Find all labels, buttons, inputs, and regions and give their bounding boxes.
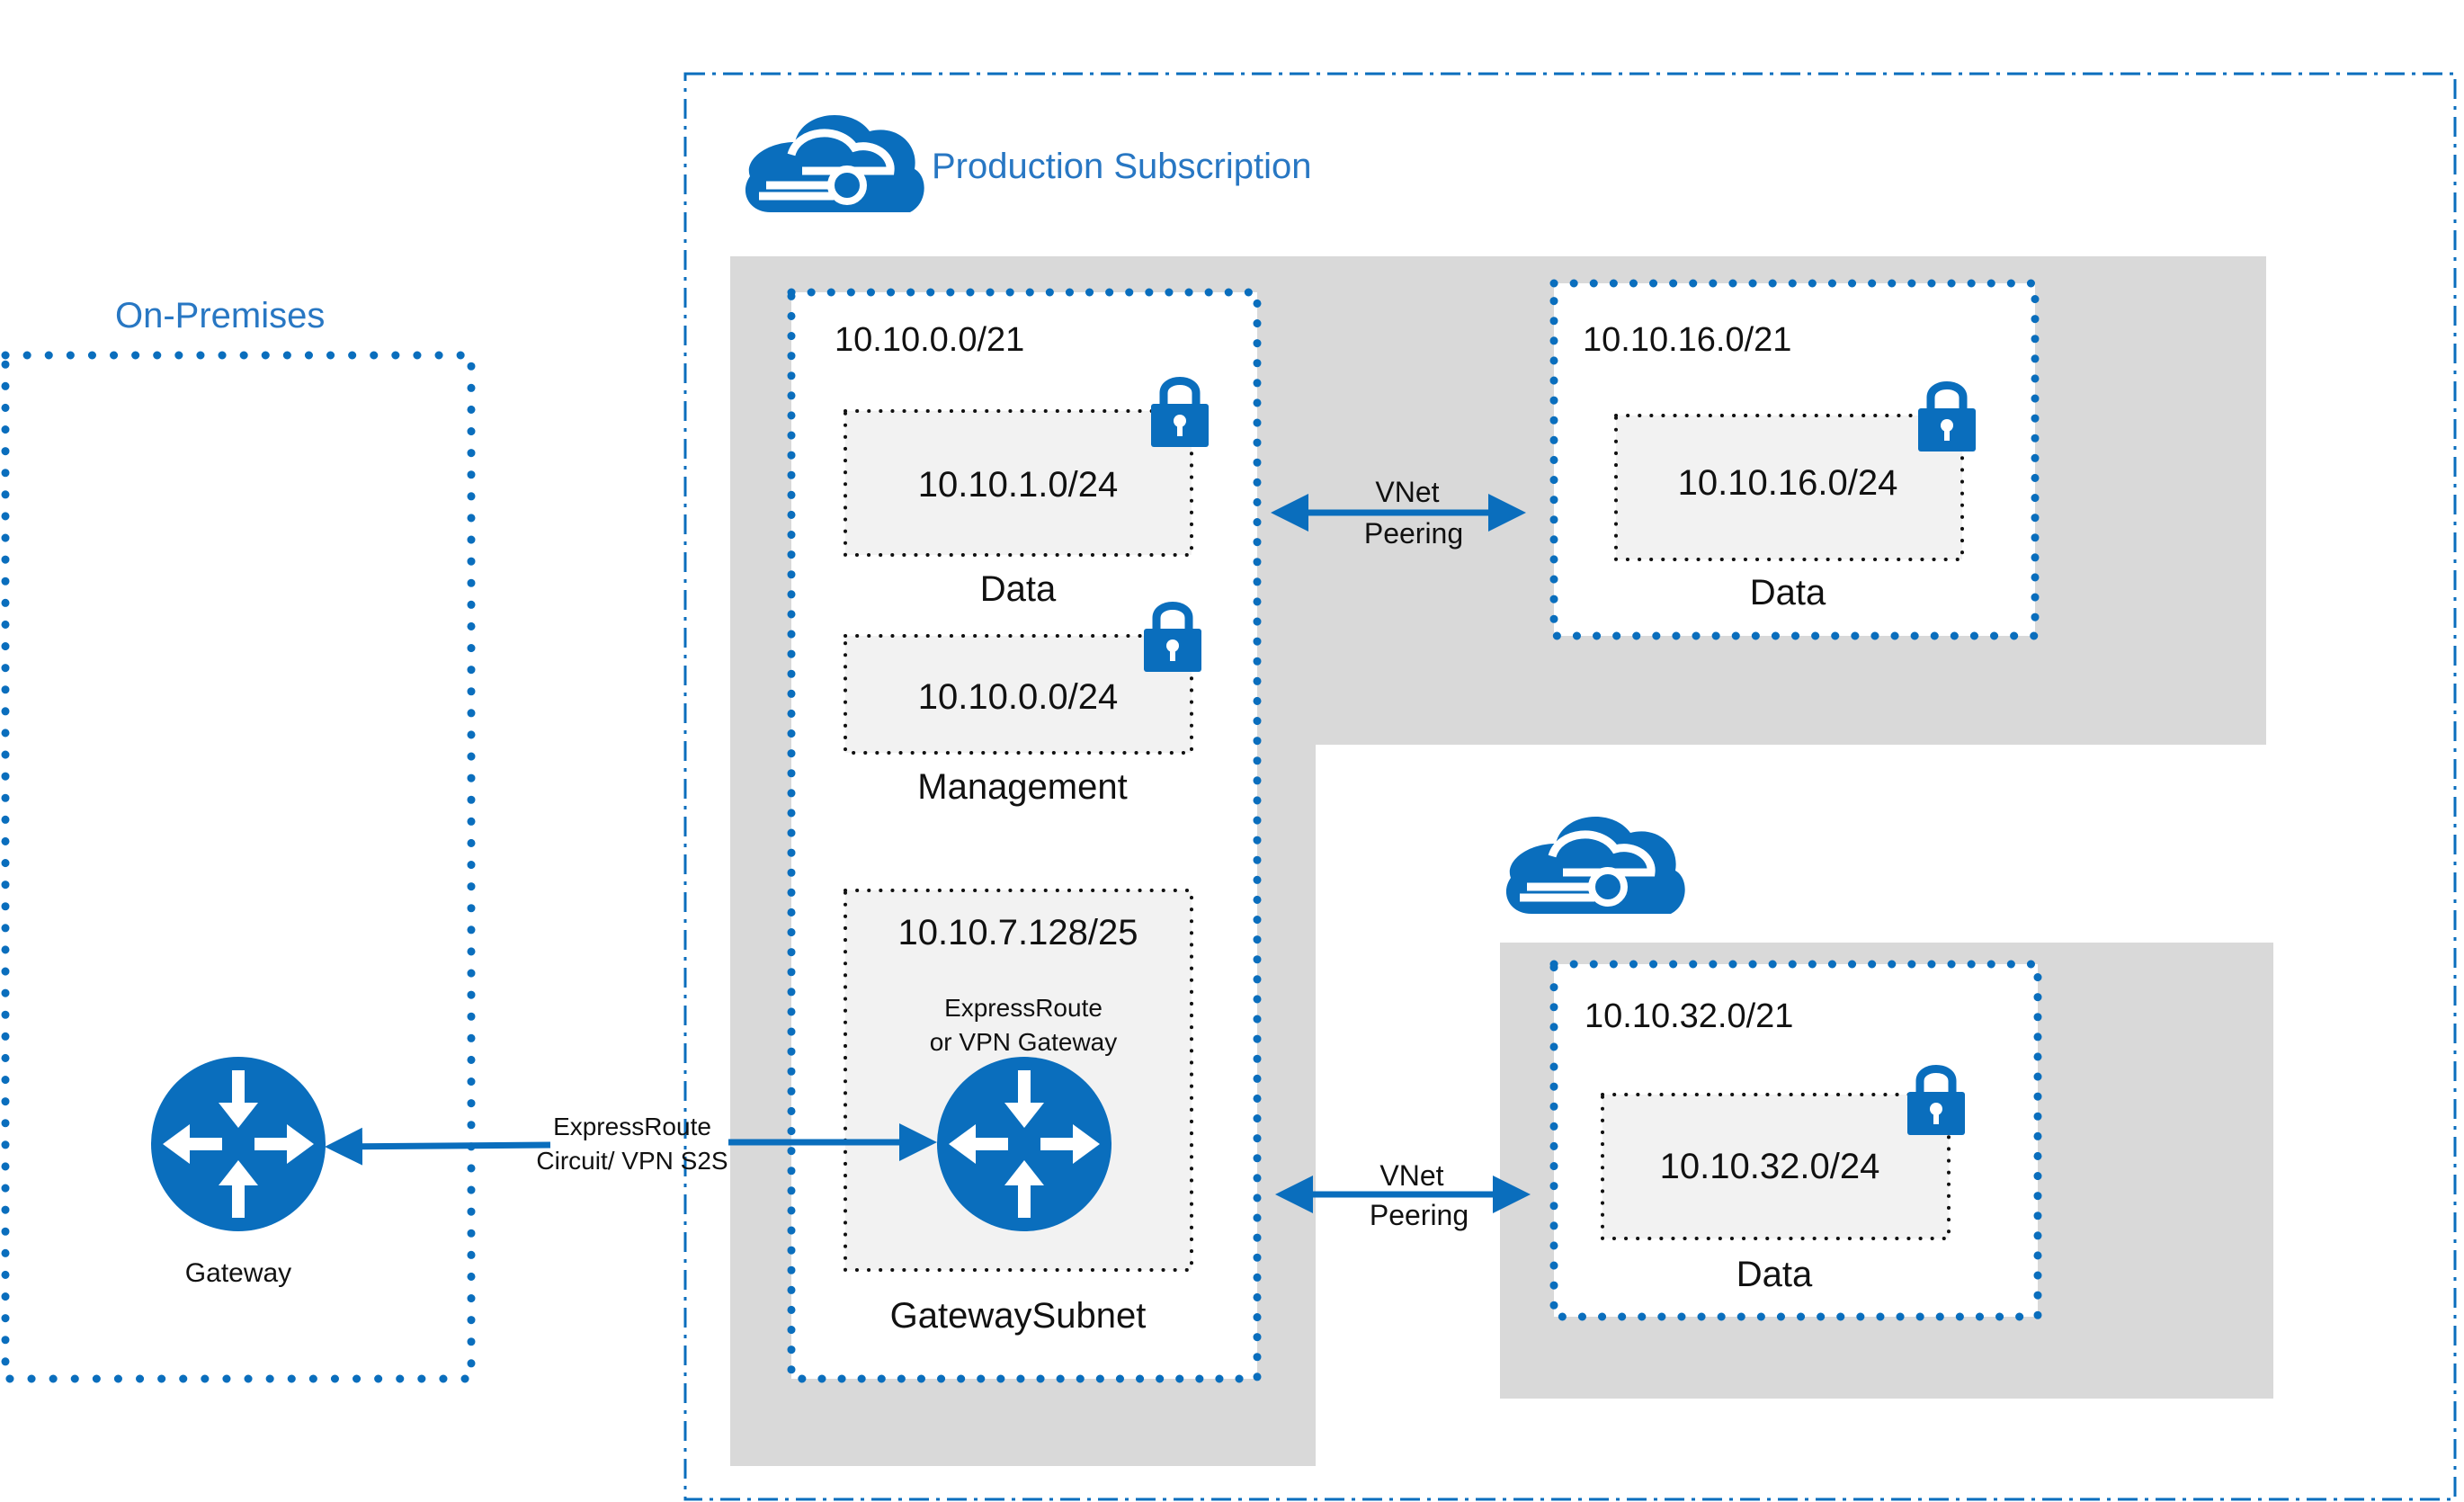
on-premises-gateway-label: Gateway <box>185 1258 291 1288</box>
peering-bottom-label-line1: VNet <box>1379 1159 1443 1192</box>
peering-bottom-label-line2: Peering <box>1370 1199 1469 1231</box>
peering-top-label-line1: VNet <box>1375 476 1439 508</box>
hub-data-subnet-name: Data <box>980 569 1057 609</box>
spoke2-vnet-cidr: 10.10.32.0/21 <box>1585 997 1793 1035</box>
router-icon <box>937 1057 1111 1231</box>
spoke2-cloud-icon <box>1506 817 1685 914</box>
production-subscription-boundary <box>683 72 2457 1501</box>
gateway-device-label-line1: ExpressRoute <box>944 994 1103 1022</box>
spoke2-data-subnet-name: Data <box>1736 1255 1813 1294</box>
peering-top-label-line2: Peering <box>1364 517 1463 550</box>
spoke1-vnet-cidr: 10.10.16.0/21 <box>1583 321 1791 359</box>
spoke1-data-subnet-cidr: 10.10.16.0/24 <box>1678 463 1898 503</box>
production-cloud-icon <box>745 115 924 212</box>
production-subscription-title: Production Subscription <box>932 147 1311 186</box>
on-premises-title: On-Premises <box>115 296 325 335</box>
hub-data-subnet-cidr: 10.10.1.0/24 <box>918 465 1118 505</box>
hub-management-subnet-box <box>844 634 1193 755</box>
hub-vnet-cidr: 10.10.0.0/21 <box>835 321 1024 359</box>
gateway-subnet-cidr: 10.10.7.128/25 <box>898 913 1138 952</box>
gateway-subnet-name: GatewaySubnet <box>890 1296 1147 1336</box>
connection-label-line1: ExpressRoute <box>553 1113 711 1140</box>
spoke2-data-subnet-box <box>1601 1093 1951 1240</box>
spoke1-data-subnet-box <box>1614 414 1964 561</box>
spoke2-data-subnet-cidr: 10.10.32.0/24 <box>1660 1147 1880 1186</box>
hub-management-subnet-name: Management <box>917 767 1127 807</box>
hub-management-subnet-cidr: 10.10.0.0/24 <box>918 677 1118 717</box>
gateway-device-label-line2: or VPN Gateway <box>930 1028 1118 1056</box>
spoke1-data-subnet-name: Data <box>1750 573 1826 612</box>
hub-data-subnet-box <box>844 409 1193 557</box>
router-icon <box>151 1057 326 1231</box>
connection-label-line2: Circuit/ VPN S2S <box>536 1147 728 1175</box>
on-premises-boundary <box>1 351 476 1383</box>
expressroute-arrow-left <box>325 1127 551 1166</box>
